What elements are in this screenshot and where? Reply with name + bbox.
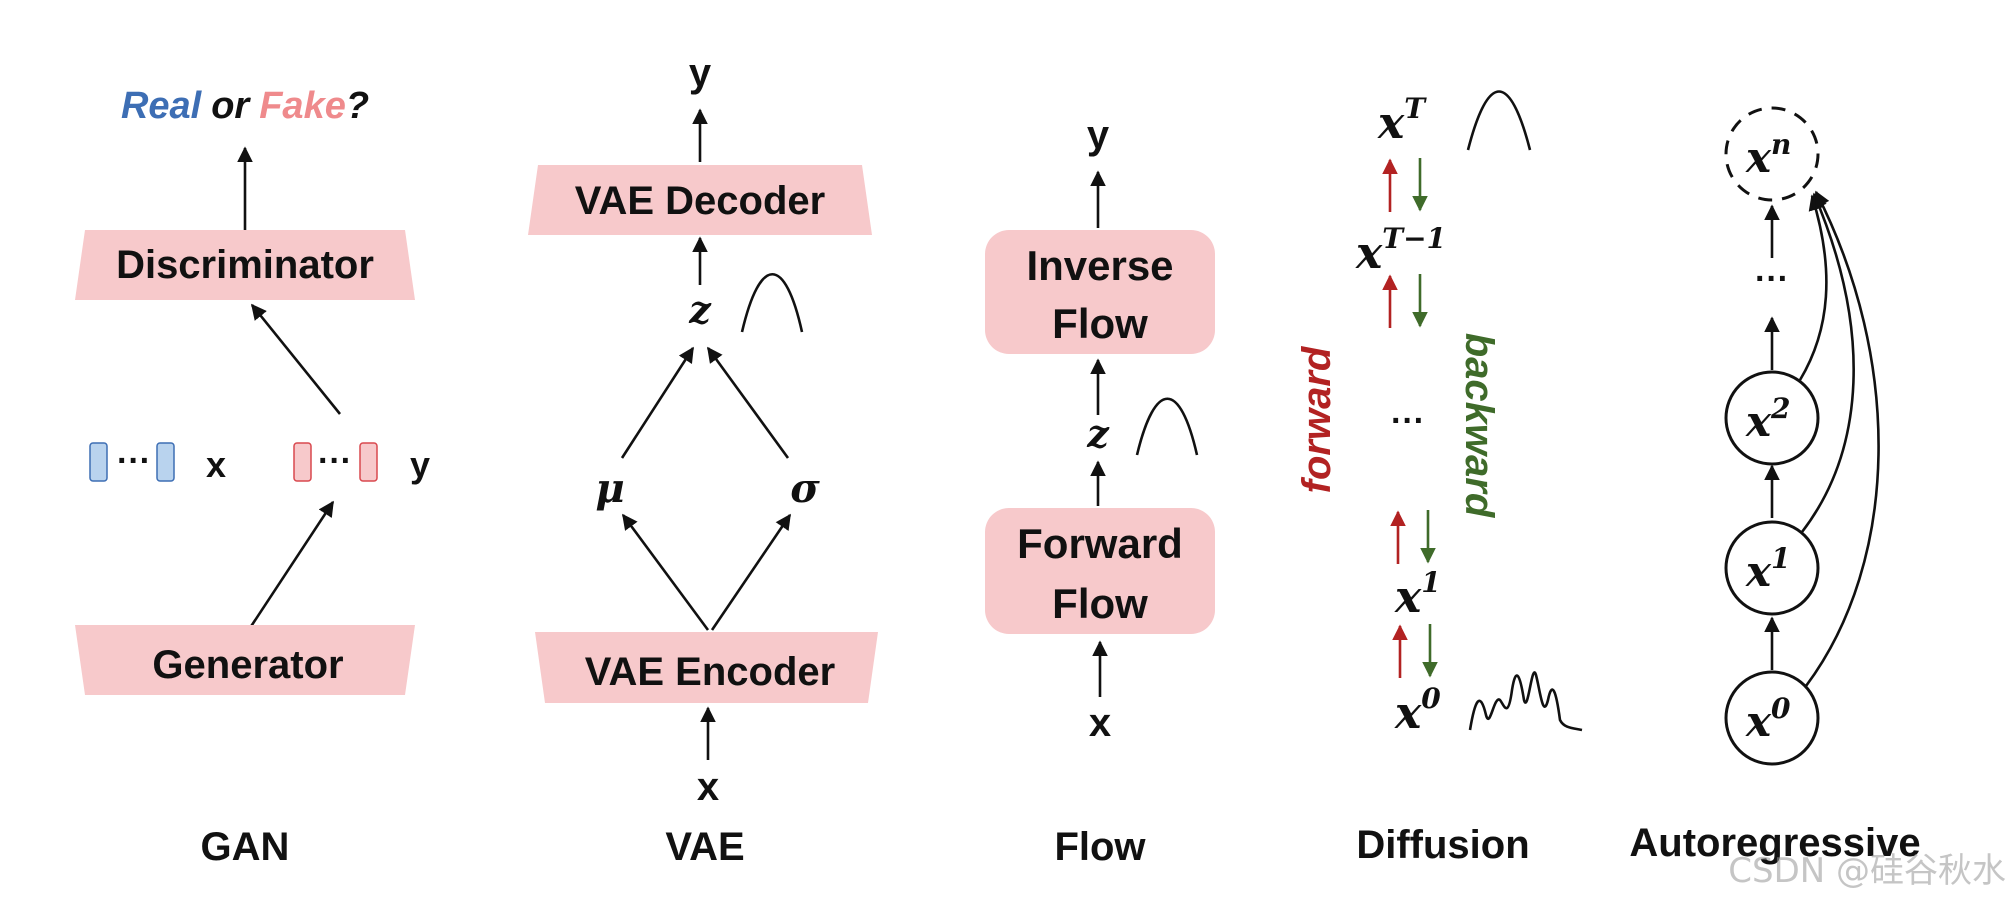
vae-sigma-label: σ [790,465,820,512]
gan-y-label: y [410,444,430,485]
flow-z-label: z [1086,411,1110,456]
real-label: Real [121,85,203,127]
vae-encoder-block [535,632,878,703]
fake-token-first [293,442,312,482]
forward-flow-block [985,508,1215,634]
discriminator-block [75,230,415,300]
xn-node [1724,106,1820,202]
forward-label: forward [1295,345,1339,493]
gan-y-to-disc-arrow [250,303,342,415]
vae-sigma-to-z-arrow [706,346,790,459]
forward-flow-label-line2: Flow [1052,580,1148,627]
vae-z-label: z [688,287,712,332]
inverse-flow-block [985,230,1215,354]
diffusion-panel: xT xT−1 ··· forward backward x1 x0 Diffu… [1295,90,1583,867]
discriminator-label: Discriminator [116,243,374,287]
flow-caption: Flow [1054,825,1146,869]
csdn-watermark: CSDN @硅谷秋水 [1728,851,2006,891]
fake-token-dots: ··· [318,442,352,480]
ar-x2-skip-arrow [1798,194,1828,381]
vae-mu-label: μ [595,465,624,512]
x0-node [1724,670,1820,766]
vae-encoder-to-sigma-arrow [710,513,792,631]
backward-label: backward [1457,333,1501,519]
ar-x1-skip-arrow [1800,192,1855,533]
diffusion-data-distribution-curve [1468,671,1583,732]
question-mark: ? [346,85,369,127]
x2-node [1724,370,1820,466]
fake-label: Fake [259,85,346,127]
diffusion-dots: ··· [1391,402,1425,440]
gan-gen-to-y-arrow [248,500,335,629]
flow-x-label: x [1089,701,1111,745]
or-label: or [211,85,251,127]
diffusion-caption: Diffusion [1356,823,1529,867]
ar-x0-skip-arrow [1804,190,1880,687]
x2-label: x2 [1745,392,1791,446]
vae-encoder-label: VAE Encoder [585,650,835,694]
real-token-first [89,442,108,482]
vae-mu-to-z-arrow [620,346,695,459]
vae-encoder-to-mu-arrow [621,513,710,631]
diffusion-xT-1-label: xT−1 [1355,222,1446,279]
autoregressive-caption: Autoregressive [1629,821,1920,865]
xn-label: xn [1745,128,1791,182]
autoregressive-panel: xn ··· x2 x1 x0 Autoregressive [1629,106,1921,865]
diffusion-gaussian-curve [1466,90,1532,151]
generator-label: Generator [152,643,343,687]
vae-caption: VAE [665,825,744,869]
inverse-flow-label-line2: Flow [1052,300,1148,347]
vae-x-label: x [697,765,719,809]
gan-caption: GAN [201,825,290,869]
vae-decoder-block [528,165,872,235]
fake-token-last [359,442,378,482]
vae-gaussian-curve [740,272,804,333]
generator-block [75,625,415,695]
inverse-flow-label-line1: Inverse [1026,242,1173,289]
ar-dots: ··· [1755,260,1789,298]
vae-y-label: y [689,51,712,95]
flow-gaussian-curve [1135,397,1199,456]
diffusion-xT-label: xT [1377,92,1427,149]
gan-x-label: x [206,444,226,485]
flow-y-label: y [1087,113,1110,157]
forward-flow-label-line1: Forward [1017,520,1183,567]
x1-label: x1 [1745,542,1791,596]
real-token-dots: ··· [117,442,151,480]
vae-decoder-label: VAE Decoder [575,179,825,223]
diffusion-x1-label: x1 [1394,566,1441,623]
diffusion-x0-label: x0 [1394,682,1441,739]
x1-node [1724,520,1820,616]
flow-panel: y Inverse Flow z Forward Flow x Flow [985,113,1215,869]
real-token-last [156,442,175,482]
vae-panel: y VAE Decoder z μ σ VAE Encoder x VAE [528,51,878,869]
x0-label: x0 [1745,692,1791,746]
